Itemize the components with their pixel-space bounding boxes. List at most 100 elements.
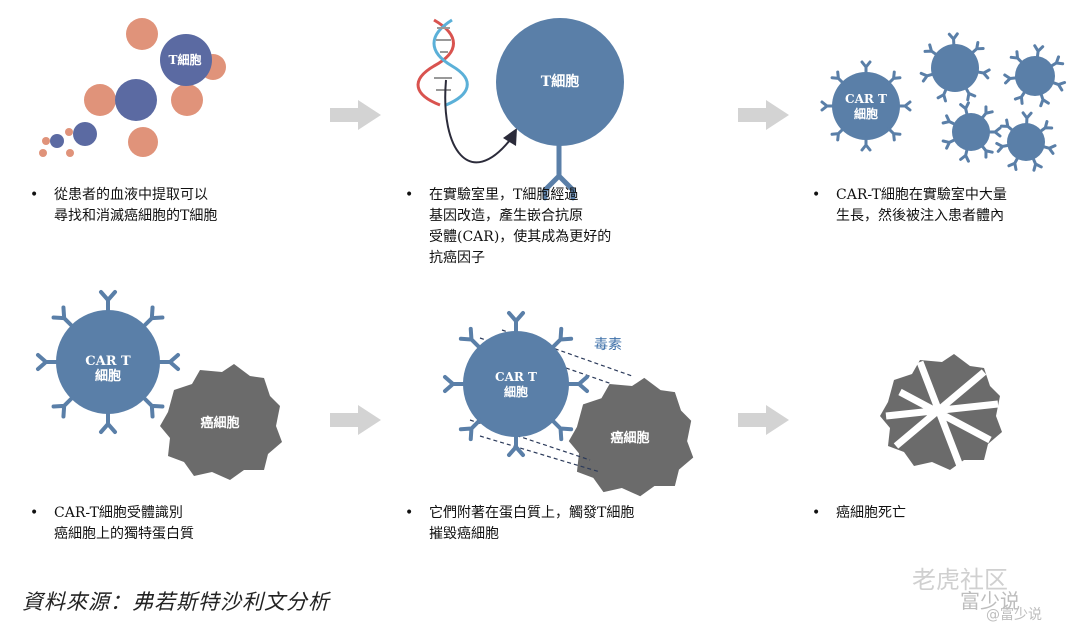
caption-line: 受體(CAR)，使其成為更好的 xyxy=(429,229,612,245)
caption-line: 從患者的血液中提取可以 xyxy=(54,187,208,203)
car-t-cell xyxy=(1007,123,1045,161)
arrow-right-icon xyxy=(330,100,381,130)
caption-line: 摧毀癌細胞 xyxy=(429,526,499,542)
receptor-icon xyxy=(884,124,902,142)
caption-line: 在實驗室里，T細胞經過 xyxy=(429,187,579,203)
red-blood-cell xyxy=(42,137,50,145)
receptor-icon xyxy=(156,353,180,371)
arrow-right-icon xyxy=(738,100,789,130)
receptor-icon xyxy=(461,415,485,439)
step1-blood-cells xyxy=(39,18,226,157)
car-t-label-line2: 細胞 xyxy=(853,107,878,121)
caption-line: 它們附著在蛋白質上，觸發T細胞 xyxy=(429,505,635,521)
car-t-big-line2: 細胞 xyxy=(94,369,121,384)
toxin-label: 毒素 xyxy=(594,337,622,353)
receptor-icon xyxy=(1009,50,1027,68)
watermark-line3: @富少说 xyxy=(986,607,1042,623)
receptor-icon xyxy=(547,415,571,439)
caption-step5: • 它們附著在蛋白質上，觸發T細胞 摧毀癌細胞 xyxy=(405,503,634,545)
caption-step6: • 癌細胞死亡 xyxy=(812,503,906,524)
car-t-cell xyxy=(931,44,979,92)
car-t-cell xyxy=(56,310,160,414)
caption-line: 癌細胞死亡 xyxy=(836,505,906,521)
curved-arrow-icon xyxy=(444,79,511,164)
t-cell xyxy=(160,34,212,86)
receptor-icon xyxy=(923,43,941,60)
car-t-cell xyxy=(463,331,569,437)
caption-step4: • CAR-T細胞受體識別 癌細胞上的獨特蛋白質 xyxy=(30,503,194,545)
arrowhead-icon xyxy=(503,128,517,146)
t-cell-large-label: T細胞 xyxy=(540,74,580,90)
source-note: 資料來源：弗若斯特沙利文分析 xyxy=(22,590,330,614)
car-t-cell-group xyxy=(832,44,1055,161)
receptor-icon xyxy=(507,311,525,335)
receptor-icon xyxy=(1035,120,1054,137)
car-t-attack-line2: 細胞 xyxy=(503,385,528,399)
receptor-icon xyxy=(976,105,994,123)
caption-line: 基因改造，產生嵌合抗原 xyxy=(429,208,583,224)
red-blood-cell xyxy=(128,127,158,157)
caption-line: 癌細胞上的獨特蛋白質 xyxy=(54,526,194,542)
car-t-cell-label: CAR T 細胞 xyxy=(838,92,894,122)
receptor-icon xyxy=(547,329,571,353)
receptor-icon xyxy=(36,353,60,371)
receptor-icon xyxy=(138,308,162,332)
red-blood-cell xyxy=(66,149,74,157)
bullet: • xyxy=(30,187,39,203)
red-blood-cell xyxy=(84,84,116,116)
car-t-cell xyxy=(952,113,990,151)
receptor-icon xyxy=(830,70,848,88)
arrow-right-icon xyxy=(738,405,789,435)
caption-step1: • 從患者的血液中提取可以 尋找和消滅癌細胞的T細胞 xyxy=(30,185,217,227)
arrow-right-icon xyxy=(330,405,381,435)
receptor-icon xyxy=(565,375,589,393)
car-t-attack-label: CAR T 細胞 xyxy=(486,370,546,400)
caption-line: 尋找和消滅癌細胞的T細胞 xyxy=(54,208,218,224)
caption-line: 生長，然後被注入患者體內 xyxy=(836,208,1004,224)
white-blood-cell xyxy=(73,122,97,146)
white-blood-cell xyxy=(115,79,157,121)
bullet: • xyxy=(405,187,414,203)
car-receptor-icon xyxy=(542,143,576,201)
car-t-attack-line1: CAR T xyxy=(495,370,537,384)
bullet: • xyxy=(812,505,821,521)
receptor-icon xyxy=(986,126,1002,138)
caption-line: CAR-T細胞在實驗室中大量 xyxy=(836,187,1007,203)
t-cell-large xyxy=(496,18,624,146)
receptor-icon xyxy=(976,141,994,159)
car-t-cell xyxy=(1015,56,1055,96)
watermark-line1: 老虎社区 xyxy=(912,566,1008,594)
caption-step2: • 在實驗室里，T細胞經過 基因改造，產生嵌合抗原 受體(CAR)，使其成為更好… xyxy=(405,185,611,269)
receptor-icon xyxy=(967,41,985,58)
caption-step3: • CAR-T細胞在實驗室中大量 生長，然後被注入患者體內 xyxy=(812,185,1007,227)
caption-line: 抗癌因子 xyxy=(429,250,485,266)
red-blood-cell xyxy=(65,128,73,136)
white-blood-cell xyxy=(50,134,64,148)
watermark-line2: 富少说 xyxy=(960,589,1020,613)
caption-line: CAR-T細胞受體識別 xyxy=(54,505,183,521)
cancer-cell-label: 癌細胞 xyxy=(200,416,240,431)
bullet: • xyxy=(30,505,39,521)
receptor-icon xyxy=(999,118,1018,136)
car-t-label-line1: CAR T xyxy=(845,92,887,106)
dna-icon xyxy=(416,18,469,107)
receptor-icon xyxy=(99,410,117,434)
receptor-icon xyxy=(884,70,902,88)
t-cell-label: T細胞 xyxy=(168,53,202,67)
car-t-cell xyxy=(832,72,900,140)
red-blood-cell xyxy=(171,84,203,116)
receptor-icon xyxy=(54,392,78,416)
dead-cancer-cell xyxy=(880,354,1002,470)
red-blood-cell xyxy=(126,18,158,50)
bullet: • xyxy=(405,505,414,521)
car-t-big-line1: CAR T xyxy=(85,354,131,369)
receptor-icon xyxy=(138,392,162,416)
receptor-icon xyxy=(507,433,525,457)
bullet: • xyxy=(812,187,821,203)
receptor-icon xyxy=(54,308,78,332)
receptor-icon xyxy=(443,375,467,393)
red-blood-cell xyxy=(39,149,47,157)
car-t-big-label: CAR T 細胞 xyxy=(78,354,138,384)
receptor-icon xyxy=(830,124,848,142)
